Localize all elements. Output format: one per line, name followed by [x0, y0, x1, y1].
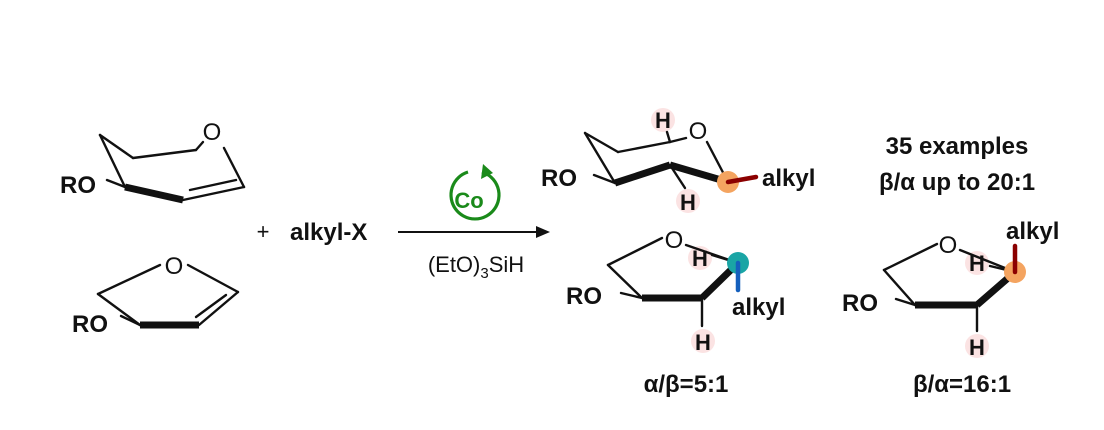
reaction-arrow	[398, 226, 550, 238]
h-highlight	[965, 251, 989, 275]
product-furanoside-beta: O H H alkyl RO β/α=16:1	[842, 218, 1059, 398]
h-highlight	[651, 108, 675, 132]
h-label: H	[692, 246, 708, 271]
product-furanoside-alpha: O H H alkyl RO α/β=5:1	[566, 227, 785, 398]
silane-label: (EtO)3SiH	[428, 252, 524, 282]
example-count: 35 examples	[886, 133, 1029, 160]
selectivity-ratio: β/α=16:1	[913, 371, 1011, 398]
cobalt-catalyst: Co	[449, 164, 501, 221]
cycle-arrowhead	[481, 164, 493, 179]
ro-label: RO	[541, 165, 577, 192]
h-label: H	[695, 330, 711, 355]
ro-label: RO	[60, 172, 96, 199]
h-highlight	[965, 334, 989, 358]
h-highlight	[676, 189, 700, 213]
ring-oxygen-label: O	[689, 118, 708, 145]
alkyl-bond	[725, 174, 759, 185]
catalytic-cycle-arrow	[449, 170, 501, 221]
h-label: H	[680, 190, 696, 215]
alkyl-label: alkyl	[732, 294, 785, 321]
h-label: H	[969, 335, 985, 360]
product-pyranoside: O H H alkyl RO	[541, 108, 815, 215]
ring-oxygen-label: O	[665, 227, 684, 254]
ring-oxygen-label: O	[939, 232, 958, 259]
selectivity-ratio: α/β=5:1	[644, 371, 729, 398]
max-selectivity: β/α up to 20:1	[879, 169, 1035, 196]
h-highlight	[691, 329, 715, 353]
catalyst-label: Co	[454, 188, 483, 213]
alkyl-label: alkyl	[762, 165, 815, 192]
alkyl-label: alkyl	[1006, 218, 1059, 245]
ring-oxygen-label: O	[203, 119, 222, 146]
ro-label: RO	[842, 290, 878, 317]
h-label: H	[655, 108, 671, 133]
alkyl-halide-label: alkyl-X	[290, 219, 367, 246]
ro-label: RO	[72, 311, 108, 338]
h-label: H	[969, 251, 985, 276]
ro-label: RO	[566, 283, 602, 310]
ring-oxygen-label: O	[165, 253, 184, 280]
glycal-furanose: O RO	[72, 253, 240, 338]
glycal-pyranose: O RO	[60, 119, 246, 204]
plus-sign: +	[257, 219, 270, 244]
